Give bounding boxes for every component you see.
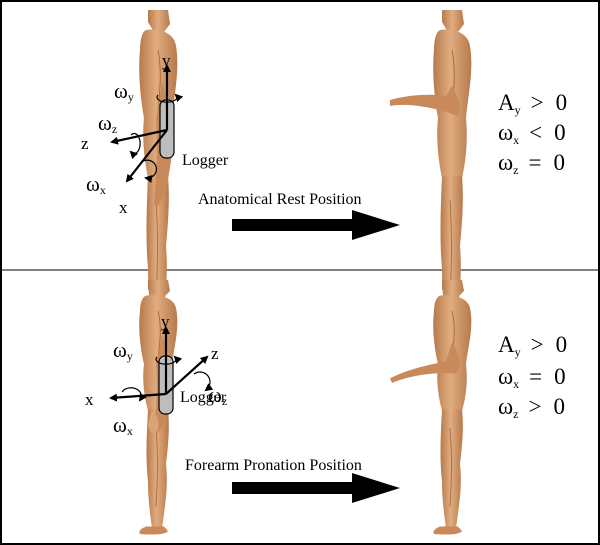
omega-z-arc	[193, 371, 214, 392]
z-axis-label: z	[211, 344, 219, 363]
hand	[148, 410, 159, 433]
logger-label: Logger	[180, 389, 227, 406]
omega-y-label: ωy	[113, 338, 133, 363]
reading-ay: Ay>0	[498, 332, 567, 359]
reading-ay: Ay>0	[498, 90, 567, 117]
reading-wx: ωx=0	[498, 364, 566, 391]
omega-y-label: ωy	[114, 79, 134, 104]
omega-x-label: ωx	[113, 413, 133, 438]
readings-pronation: Ay>0 ωx=0 ωz>0	[498, 332, 567, 421]
position-label-rest: Anatomical Rest Position	[198, 191, 362, 208]
right-body-rest	[390, 9, 472, 337]
z-axis-label: z	[81, 134, 89, 153]
y-axis-label: y	[161, 312, 170, 331]
panel-rest: y z x ωy ωz ωx Logger Anatomical Rest Po…	[81, 9, 567, 337]
omega-z-label: ωz	[208, 383, 227, 408]
y-axis-label: y	[162, 51, 171, 70]
reading-wx: ωx<0	[498, 120, 566, 147]
omega-z-label: ωz	[98, 111, 117, 136]
omega-y-arc	[155, 355, 183, 365]
position-label-pronation: Forearm Pronation Position	[185, 457, 362, 474]
omega-x-label: ωx	[86, 172, 106, 197]
x-axis-label: x	[85, 390, 94, 409]
z-axis-arrow	[110, 128, 168, 145]
logger-label: Logger	[182, 152, 229, 169]
omega-y-arc	[156, 93, 184, 103]
panel-pronation: y z x ωy ωz ωx Logger Forearm Pronation …	[85, 279, 567, 535]
omega-z-arc	[129, 132, 141, 160]
transition-arrow-pronation	[232, 473, 400, 503]
x-axis-arrow	[125, 129, 168, 183]
z-axis-arrow	[165, 355, 209, 395]
x-axis-label: x	[119, 198, 128, 217]
omega-x-arc	[121, 387, 147, 402]
right-body-pronation	[390, 279, 472, 535]
reading-wz: ωz>0	[498, 394, 565, 421]
readings-rest: Ay>0 ωx<0 ωz=0	[498, 90, 567, 177]
omega-x-arc	[139, 159, 157, 183]
transition-arrow-rest	[232, 210, 400, 240]
reading-wz: ωz=0	[498, 150, 565, 177]
x-axis-arrow	[109, 392, 167, 402]
